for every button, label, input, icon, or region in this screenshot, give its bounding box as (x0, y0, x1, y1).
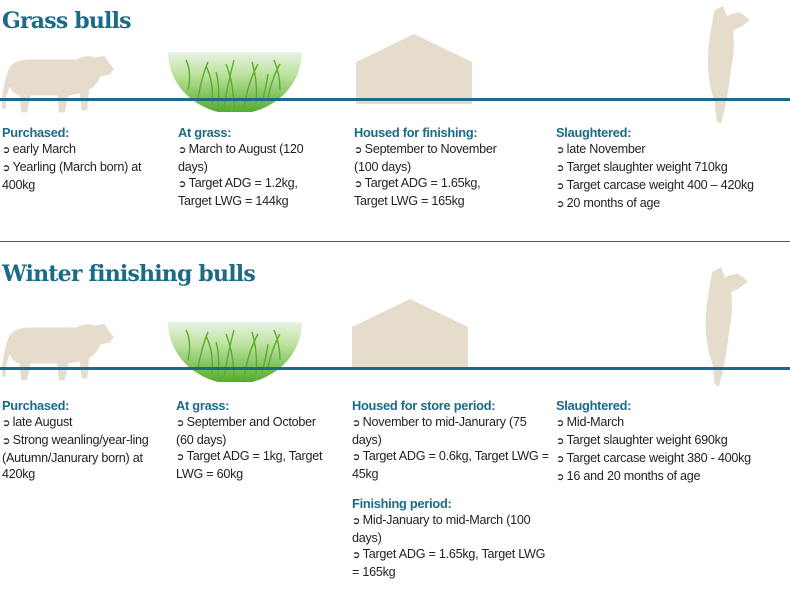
stage-heading: At grass: (178, 125, 232, 140)
section-title-grass-bulls: Grass bulls (2, 8, 132, 34)
stage-housed: Housed for finishing: September to Novem… (354, 125, 514, 209)
stage-item: March to August (120 days) (178, 141, 328, 175)
stage-slaughtered: Slaughtered: late NovemberTarget slaught… (556, 125, 771, 213)
stage-item: September to November (100 days) (354, 141, 514, 175)
stage-item: early March (2, 141, 162, 159)
cattle-icon (0, 320, 118, 386)
carcass-icon (698, 262, 750, 392)
stage-item: Target ADG = 1.2kg, Target LWG = 144kg (178, 175, 328, 209)
section-divider (0, 241, 790, 242)
barn-icon (356, 34, 472, 104)
grass-icon (168, 322, 302, 382)
stage-item: Strong weanling/year-ling (Autumn/Janura… (2, 432, 162, 482)
stage-item: 16 and 20 months of age (556, 468, 771, 486)
stage-item: Mid-January to mid-March (100 days) (352, 512, 550, 546)
stage-item: late August (2, 414, 162, 432)
section-title-winter-finishing-bulls: Winter finishing bulls (2, 261, 256, 287)
stage-item: Target carcase weight 400 – 420kg (556, 177, 771, 195)
stage-item: Target slaughter weight 690kg (556, 432, 771, 450)
stage-heading: Housed for store period: (352, 398, 496, 413)
stage-item: Target ADG = 1.65kg, Target LWG = 165kg (352, 546, 550, 580)
stage-subheading-finishing: Finishing period: (352, 496, 452, 511)
stage-item: November to mid-Janurary (75 days) (352, 414, 550, 448)
stage-item: 20 months of age (556, 195, 771, 213)
timeline (0, 367, 790, 370)
stage-heading: Purchased: (2, 125, 70, 140)
stage-at-grass: At grass: September and October (60 days… (176, 398, 326, 482)
stage-item: Target ADG = 0.6kg, Target LWG = 45kg (352, 448, 550, 482)
stage-purchased: Purchased: early MarchYearling (March bo… (2, 125, 162, 193)
stage-item: Yearling (March born) at 400kg (2, 159, 162, 193)
timeline (0, 98, 790, 101)
stage-item: Target slaughter weight 710kg (556, 159, 771, 177)
stage-at-grass: At grass: March to August (120 days)Targ… (178, 125, 328, 209)
stage-item: late November (556, 141, 771, 159)
barn-icon (352, 298, 468, 370)
stage-item: Mid-March (556, 414, 771, 432)
grass-icon (168, 52, 302, 112)
stage-purchased: Purchased: late AugustStrong weanling/ye… (2, 398, 162, 482)
stage-heading: Slaughtered: (556, 398, 632, 413)
stage-housed-store: Housed for store period: November to mid… (352, 398, 550, 580)
stage-heading: Slaughtered: (556, 125, 632, 140)
stage-heading: Housed for finishing: (354, 125, 478, 140)
cattle-icon (0, 52, 118, 118)
stage-item: Target ADG = 1.65kg, Target LWG = 165kg (354, 175, 514, 209)
stage-item: Target carcase weight 380 - 400kg (556, 450, 771, 468)
carcass-icon (700, 6, 752, 124)
stage-heading: Purchased: (2, 398, 70, 413)
stage-heading: At grass: (176, 398, 230, 413)
stage-item: September and October (60 days) (176, 414, 326, 448)
stage-item: Target ADG = 1kg, Target LWG = 60kg (176, 448, 326, 482)
stage-slaughtered: Slaughtered: Mid-MarchTarget slaughter w… (556, 398, 771, 486)
